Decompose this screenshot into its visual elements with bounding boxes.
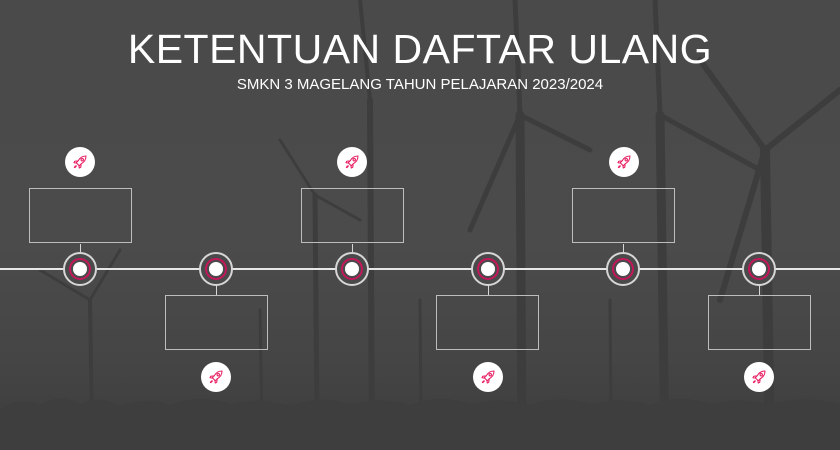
step-6-node <box>742 252 776 286</box>
step-2-node <box>199 252 233 286</box>
step-5-node <box>606 252 640 286</box>
rocket-icon <box>345 155 359 169</box>
rocket-icon <box>209 370 223 384</box>
step-1-node <box>63 252 97 286</box>
step-2-text-box[interactable] <box>165 295 268 350</box>
step-3-connector <box>352 244 353 254</box>
step-6-rocket-badge <box>744 362 774 392</box>
page-subtitle: SMKN 3 MAGELANG TAHUN PELAJARAN 2023/202… <box>236 76 604 93</box>
step-3-text-box[interactable] <box>301 188 404 243</box>
step-4-rocket-badge <box>473 362 503 392</box>
step-6-connector <box>759 285 760 295</box>
rocket-icon <box>73 155 87 169</box>
step-1-rocket-badge <box>65 147 95 177</box>
timeline-line <box>0 268 840 270</box>
step-5-text-box[interactable] <box>572 188 675 243</box>
step-4-text-box[interactable] <box>436 295 539 350</box>
step-1-connector <box>80 244 81 254</box>
step-1-text-box[interactable] <box>29 188 132 243</box>
rocket-icon <box>752 370 766 384</box>
step-3-node <box>335 252 369 286</box>
step-5-rocket-badge <box>609 147 639 177</box>
rocket-icon <box>617 155 631 169</box>
step-4-connector <box>488 285 489 295</box>
step-3-rocket-badge <box>337 147 367 177</box>
step-6-text-box[interactable] <box>708 295 811 350</box>
step-4-node <box>471 252 505 286</box>
step-2-rocket-badge <box>201 362 231 392</box>
page-title: KETENTUAN DAFTAR ULANG <box>127 26 713 72</box>
step-2-connector <box>216 285 217 295</box>
rocket-icon <box>481 370 495 384</box>
step-5-connector <box>623 244 624 254</box>
